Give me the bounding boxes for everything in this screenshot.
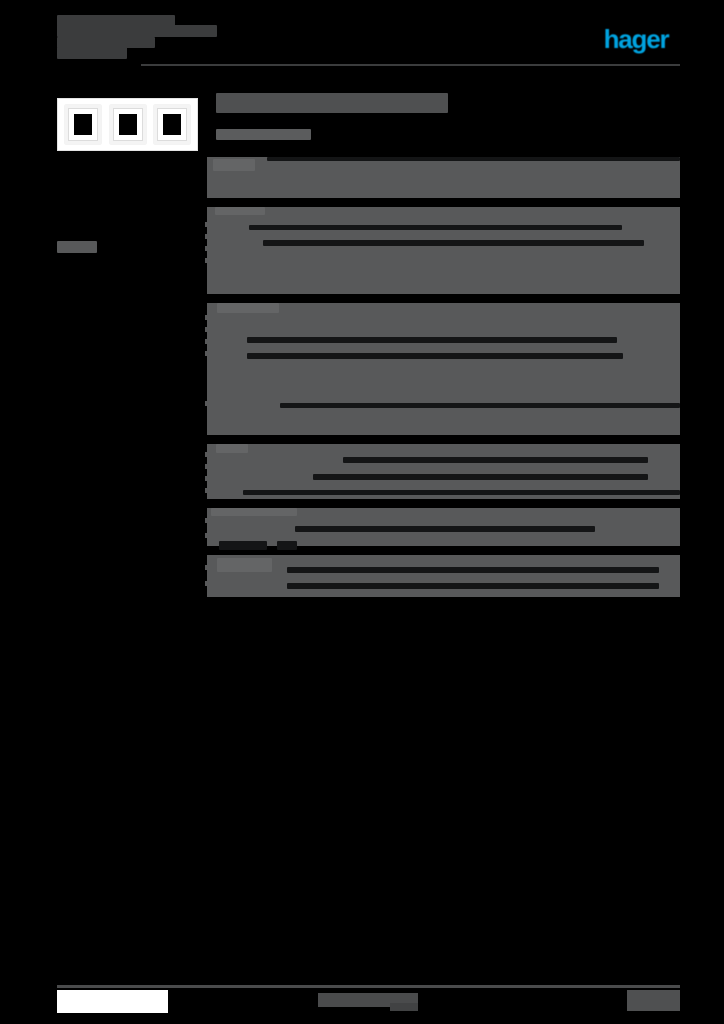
redacted-text-line xyxy=(287,583,659,589)
bullet-marker-icon xyxy=(205,488,212,493)
bullet-marker-icon xyxy=(205,351,212,356)
document-header: hager xyxy=(0,0,724,80)
sidebar-item-1 xyxy=(57,241,97,253)
document-title-line-2 xyxy=(57,25,217,37)
redacted-text-line xyxy=(263,240,644,246)
page-subtitle xyxy=(216,129,311,140)
redacted-text-line xyxy=(219,541,267,550)
bullet-marker-icon xyxy=(205,401,212,406)
row-label xyxy=(213,159,255,171)
footer-center-text-secondary xyxy=(390,1003,418,1011)
bullet-marker-icon xyxy=(205,464,212,469)
frame-cell-1 xyxy=(65,105,101,144)
document-title-line-1 xyxy=(57,15,175,28)
document-title-line-3 xyxy=(57,37,155,48)
row-label xyxy=(216,444,248,453)
bullet-marker-icon xyxy=(205,581,212,586)
redacted-text-line xyxy=(267,157,680,161)
bullet-marker-icon xyxy=(205,565,212,570)
table-row xyxy=(205,303,680,435)
footer-divider xyxy=(57,985,680,988)
redacted-text-line xyxy=(287,567,659,573)
redacted-text-line xyxy=(249,225,622,230)
bullet-marker-icon xyxy=(205,315,212,320)
footer-tag xyxy=(57,990,168,1013)
bullet-marker-icon xyxy=(205,533,212,538)
row-label xyxy=(215,207,265,215)
row-label xyxy=(211,508,297,516)
product-photo xyxy=(57,98,198,151)
header-divider xyxy=(141,64,680,66)
bullet-marker-icon xyxy=(205,258,212,263)
bullet-marker-icon xyxy=(205,476,212,481)
hager-logo-text: hager xyxy=(603,24,670,54)
redacted-text-line xyxy=(343,457,648,463)
document-title-line-4 xyxy=(57,47,127,59)
bullet-marker-icon xyxy=(205,222,212,227)
redacted-text-line xyxy=(243,490,680,495)
row-label xyxy=(217,303,279,313)
bullet-marker-icon xyxy=(205,518,212,523)
redacted-text-line xyxy=(247,353,623,359)
row-label xyxy=(217,558,272,572)
hager-logo: hager xyxy=(592,24,680,54)
redacted-text-line xyxy=(295,526,595,532)
bullet-marker-icon xyxy=(205,327,212,332)
redacted-text-line xyxy=(247,337,617,343)
table-row xyxy=(205,508,680,550)
table-row xyxy=(207,157,680,198)
footer-page-number xyxy=(627,990,680,1011)
frame-cell-3 xyxy=(154,105,190,144)
frame-cell-2 xyxy=(109,105,146,144)
redacted-text-line xyxy=(313,474,648,480)
table-row xyxy=(205,207,680,294)
table-row xyxy=(205,444,680,499)
bullet-marker-icon xyxy=(205,234,212,239)
redacted-text-line xyxy=(277,541,297,550)
page-title xyxy=(216,93,448,113)
bullet-marker-icon xyxy=(205,452,212,457)
redacted-text-line xyxy=(280,403,680,408)
bullet-marker-icon xyxy=(205,246,212,251)
specification-table xyxy=(205,157,680,606)
table-row xyxy=(205,555,680,597)
bullet-marker-icon xyxy=(205,339,212,344)
